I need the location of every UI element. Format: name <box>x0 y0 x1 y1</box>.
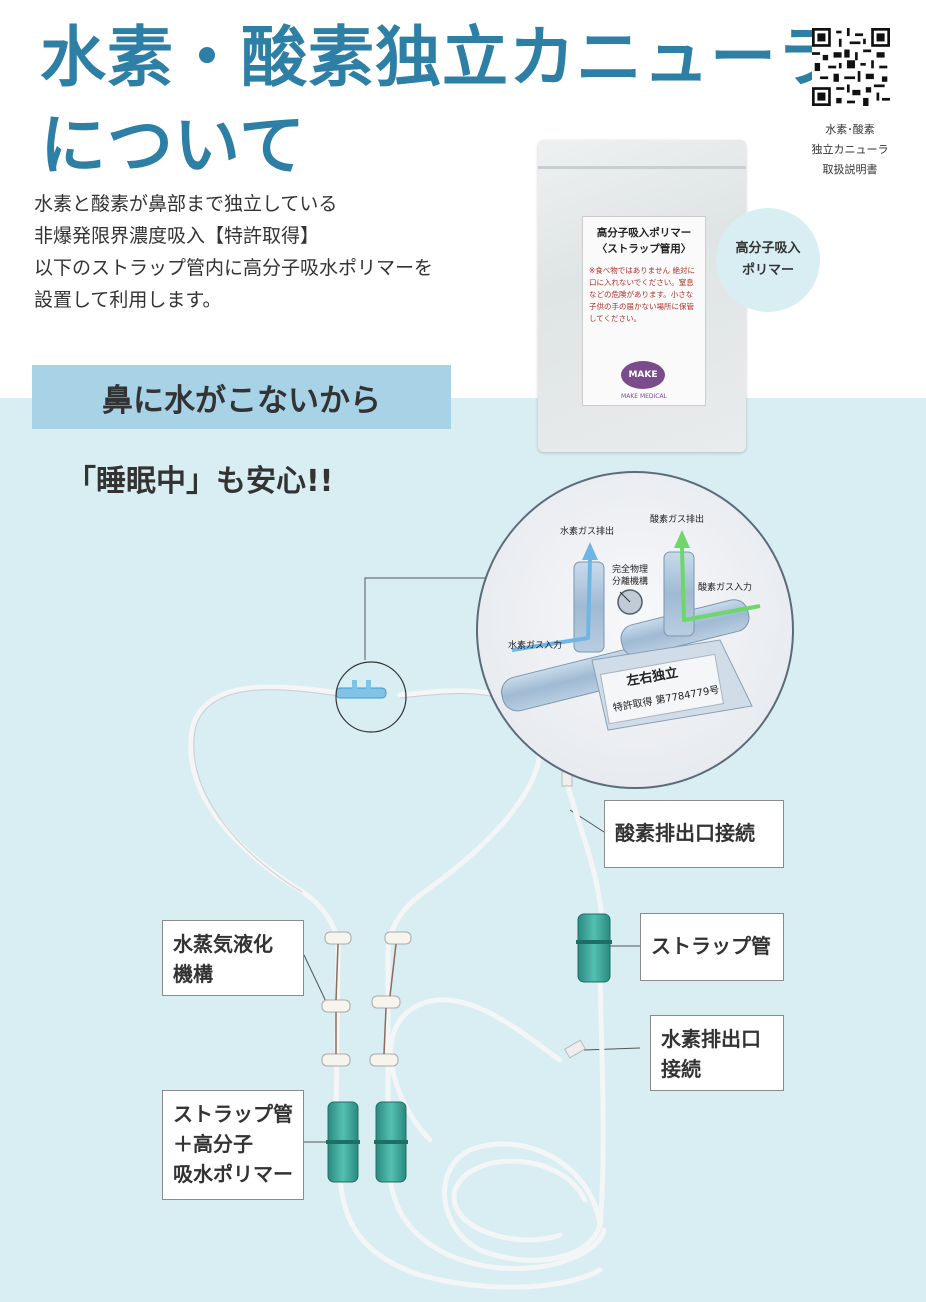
callout-strap-polymer-line-2: ＋高分子 <box>173 1132 253 1156</box>
callout-vapor: 水蒸気液化 機構 <box>162 920 304 996</box>
callout-strap-polymer: ストラップ管 ＋高分子 吸水ポリマー <box>162 1090 304 1200</box>
callout-strap-tube-text: ストラップ管 <box>651 934 771 958</box>
callout-vapor-line-1: 水蒸気液化 <box>173 932 273 956</box>
label-separator-1: 完全物理 <box>612 565 649 575</box>
polymer-bubble-line-2: ポリマー <box>741 263 794 278</box>
qr-code-icon[interactable] <box>812 28 890 106</box>
page-title: 水素・酸素独立カニューラ について <box>40 14 844 190</box>
qr-caption: 水素･酸素 独立カニューラ 取扱説明書 <box>790 120 910 180</box>
title-line-1: 水素・酸素独立カニューラ <box>40 19 844 96</box>
callout-strap-polymer-line-3: 吸水ポリマー <box>173 1162 293 1186</box>
intro-line-2: 非爆発限界濃度吸入【特許取得】 <box>34 225 320 247</box>
banner-main: 鼻に水がこないから <box>32 365 451 429</box>
bag-label-title-2: 〈ストラップ管用〉 <box>596 243 692 255</box>
qr-caption-line-1: 水素･酸素 <box>825 123 875 136</box>
polymer-bubble-line-1: 高分子吸入 <box>735 241 801 256</box>
label-o2-in: 酸素ガス入力 <box>698 583 753 593</box>
banner-sub: 「睡眠中」も安心!! <box>66 464 334 499</box>
make-logo: MAKE <box>621 361 665 389</box>
callout-strap-tube: ストラップ管 <box>640 913 784 981</box>
intro-line-1: 水素と酸素が鼻部まで独立している <box>34 193 338 215</box>
callout-oxygen-outlet-text: 酸素排出口接続 <box>615 821 755 845</box>
qr-caption-line-3: 取扱説明書 <box>822 163 878 176</box>
callout-oxygen-outlet: 酸素排出口接続 <box>604 800 784 868</box>
polymer-bubble: 高分子吸入 ポリマー <box>716 208 820 312</box>
callout-strap-polymer-line-1: ストラップ管 <box>173 1102 293 1126</box>
intro-line-3: 以下のストラップ管内に高分子吸水ポリマーを <box>34 257 434 279</box>
intro-text: 水素と酸素が鼻部まで独立している 非爆発限界濃度吸入【特許取得】 以下のストラッ… <box>34 188 433 316</box>
label-separator-2: 分離機構 <box>612 577 649 587</box>
maker-name: MAKE MEDICAL <box>621 393 667 400</box>
bag-zipper <box>538 166 746 169</box>
callout-hydrogen-outlet-line-1: 水素排出口 <box>661 1027 761 1051</box>
bag-label-title-1: 高分子吸入ポリマー <box>596 227 692 239</box>
bag-label-warning: ※食べ物ではありません 絶対に口に入れないでください。窒息などの危険があります。… <box>589 266 695 323</box>
bag-label: 高分子吸入ポリマー 〈ストラップ管用〉 ※食べ物ではありません 絶対に口に入れな… <box>582 216 706 406</box>
label-o2-out: 酸素ガス排出 <box>650 515 705 525</box>
intro-line-4: 設置して利用します。 <box>34 289 222 311</box>
callout-vapor-line-2: 機構 <box>173 962 213 986</box>
title-line-2: について <box>40 107 307 184</box>
callout-hydrogen-outlet-line-2: 接続 <box>661 1057 701 1081</box>
product-bag-image: 高分子吸入ポリマー 〈ストラップ管用〉 ※食べ物ではありません 絶対に口に入れな… <box>538 140 746 452</box>
label-h2-in: 水素ガス入力 <box>508 641 563 651</box>
callout-hydrogen-outlet: 水素排出口 接続 <box>650 1015 784 1091</box>
qr-caption-line-2: 独立カニューラ <box>811 143 889 156</box>
label-h2-out: 水素ガス排出 <box>560 527 615 537</box>
